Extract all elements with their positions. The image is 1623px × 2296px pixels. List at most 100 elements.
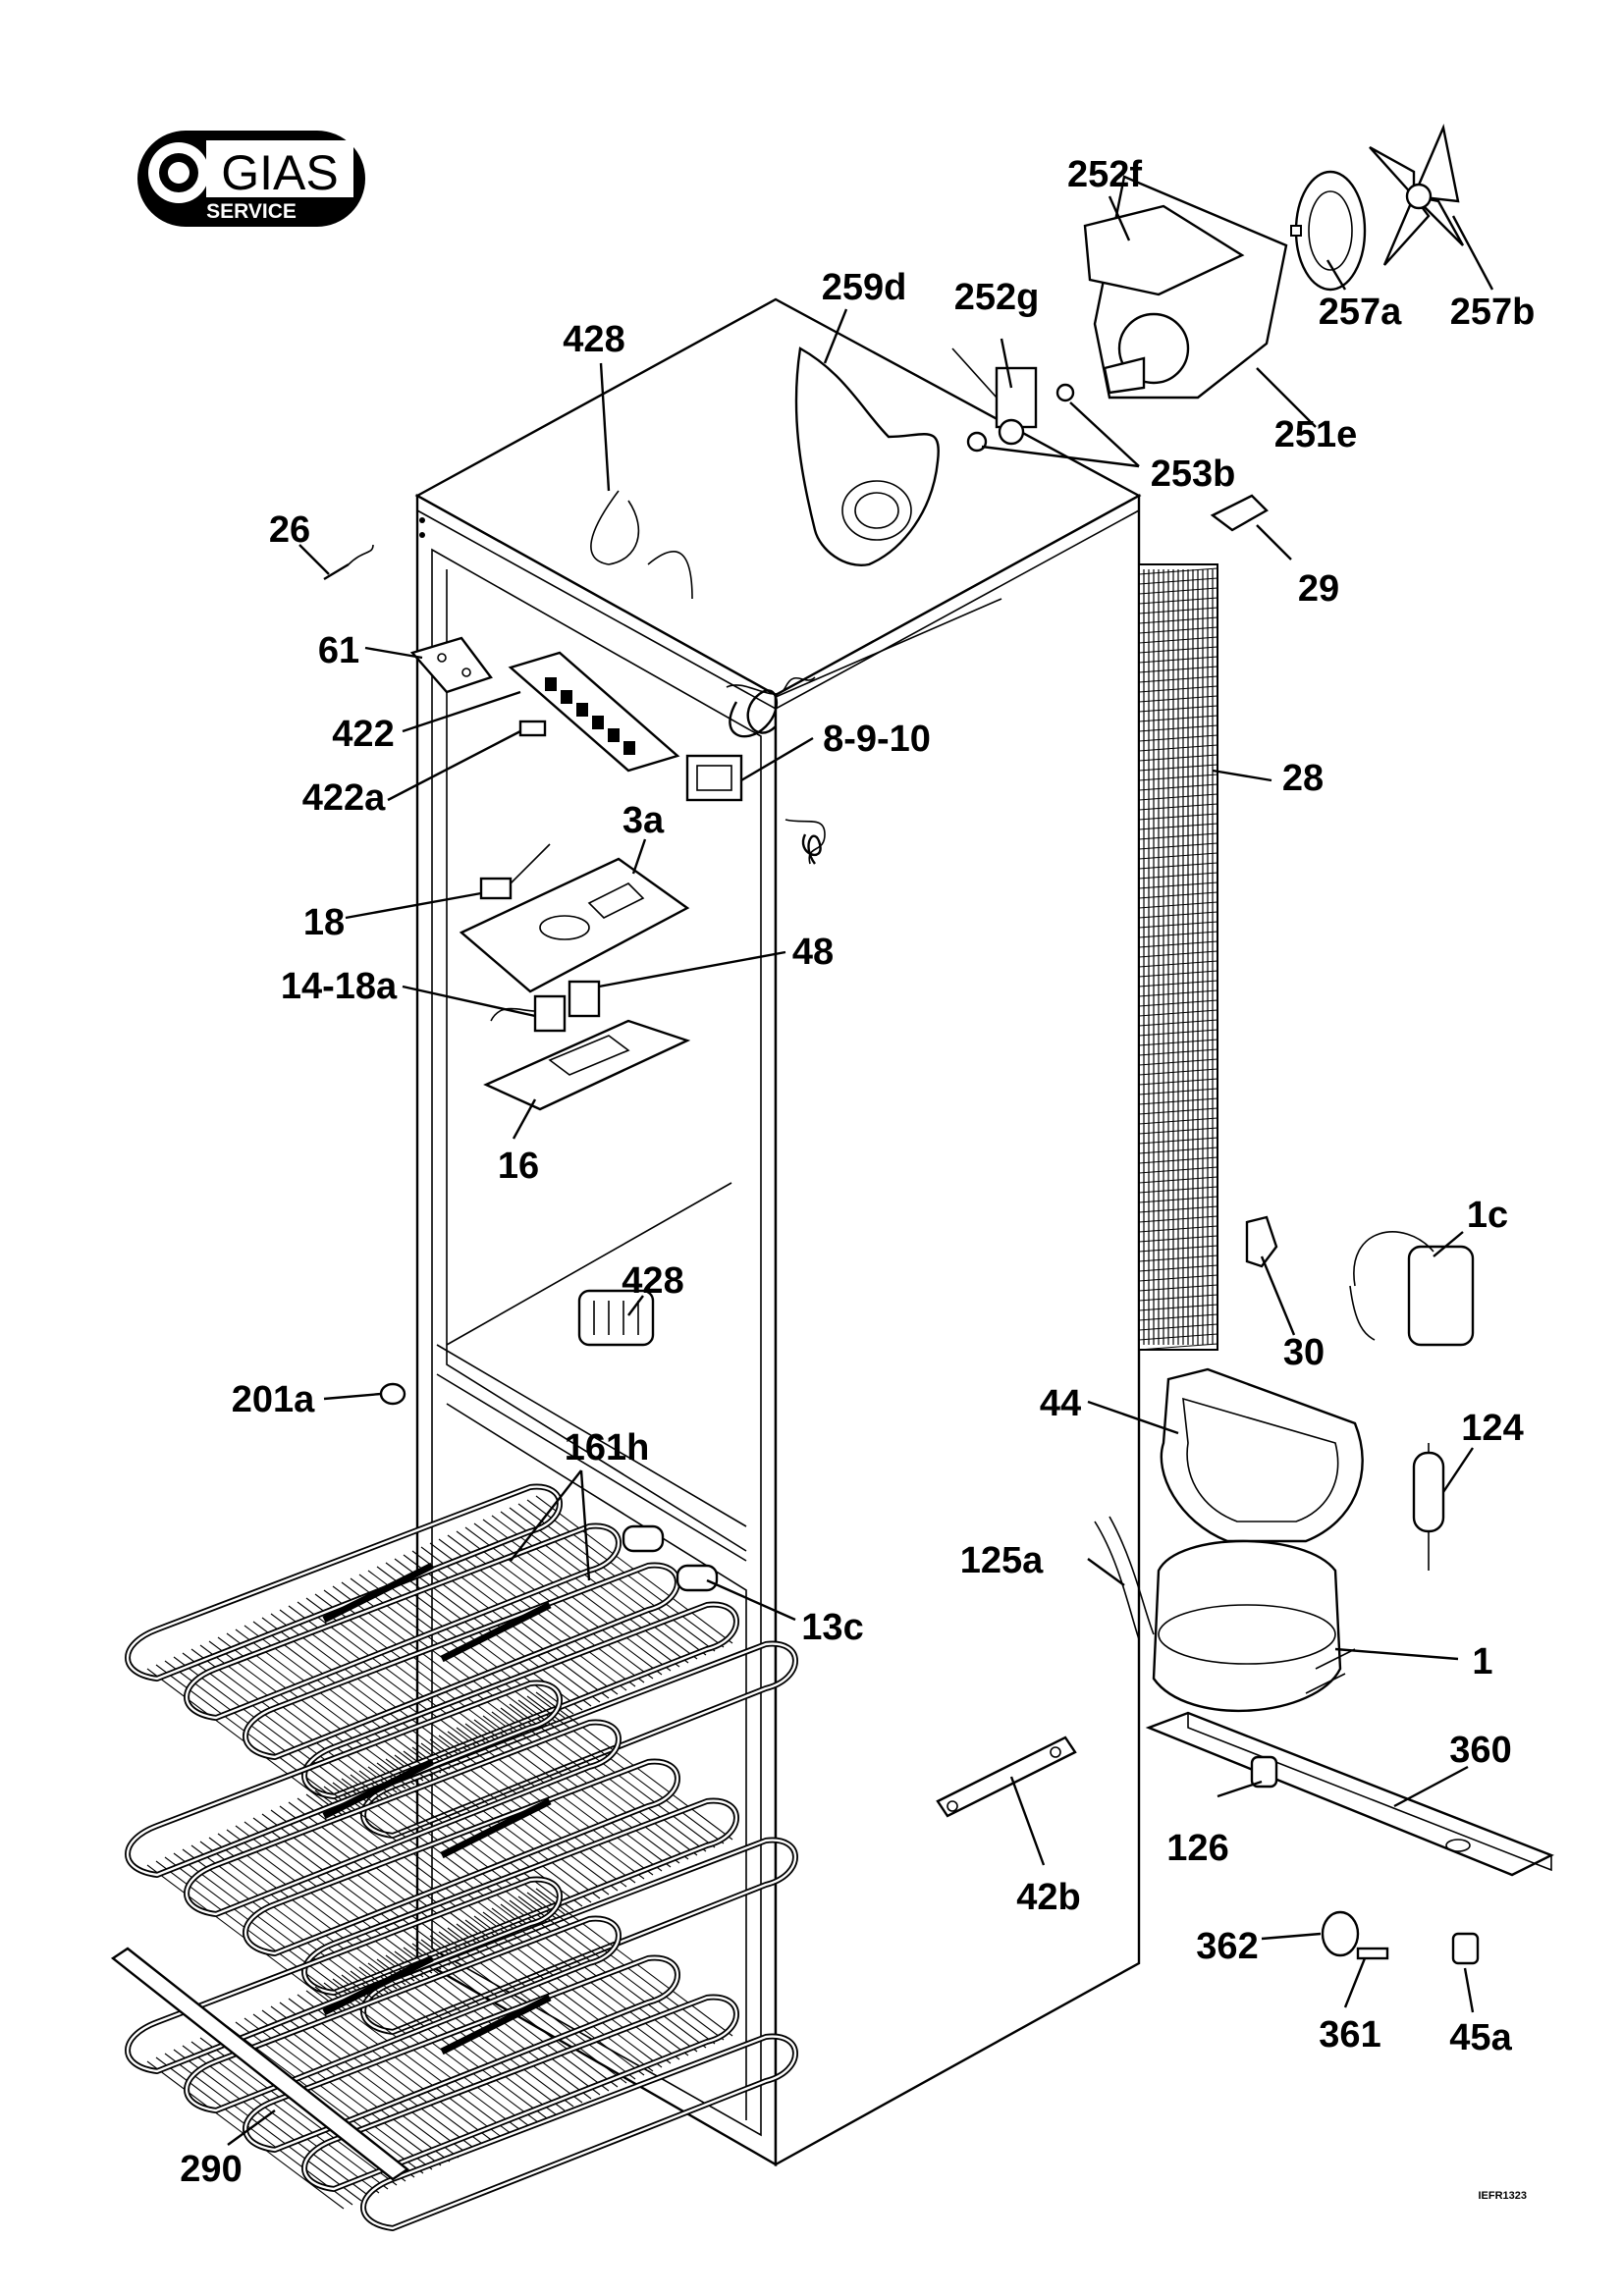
evaporator-tube-highlight bbox=[362, 2035, 797, 2230]
condenser-fin bbox=[1138, 1274, 1218, 1282]
callout-361: 361 bbox=[1319, 2014, 1380, 2056]
clip-bracket bbox=[1210, 494, 1269, 532]
compressor bbox=[1152, 1539, 1356, 1713]
condenser-fin bbox=[1138, 1097, 1218, 1105]
condenser-fin bbox=[1138, 872, 1218, 880]
callout-13c: 13c bbox=[801, 1607, 863, 1648]
condenser-fin bbox=[1138, 989, 1218, 997]
part-callouts: 252f 259d 252g 257a 257b 428 251e 253b 2… bbox=[180, 154, 1535, 2190]
condenser-fin bbox=[1138, 1137, 1218, 1145]
evaporator-wire bbox=[190, 2041, 389, 2190]
sensor-probe bbox=[323, 544, 374, 581]
evaporator-tube-highlight bbox=[244, 1760, 679, 1955]
callout-61: 61 bbox=[318, 630, 359, 671]
thermostat bbox=[685, 754, 743, 802]
evaporator-wire bbox=[243, 2017, 442, 2166]
callout-14-18a: 14-18a bbox=[281, 966, 398, 1007]
latch-bar bbox=[936, 1735, 1077, 1818]
condenser-fin bbox=[1138, 646, 1218, 654]
callout-18: 18 bbox=[303, 902, 345, 943]
condenser-fin bbox=[1138, 1058, 1218, 1066]
evaporator-rod bbox=[322, 1954, 434, 2016]
condenser-fin bbox=[1138, 734, 1218, 742]
condenser-fin bbox=[1138, 901, 1218, 909]
evaporator-wire bbox=[164, 2053, 362, 2202]
fan-wheel bbox=[1290, 170, 1367, 292]
condenser-fin bbox=[1138, 764, 1218, 772]
condenser-fin bbox=[1138, 1117, 1218, 1125]
evaporator-wire bbox=[208, 1837, 406, 1986]
callout-26: 26 bbox=[269, 509, 310, 551]
condenser-fin bbox=[1138, 666, 1218, 673]
grommet bbox=[1250, 1755, 1278, 1789]
callout-428-top: 428 bbox=[563, 319, 624, 360]
evaporator-wire bbox=[243, 1625, 442, 1774]
condenser-fin bbox=[1138, 1343, 1218, 1351]
callout-290: 290 bbox=[180, 2149, 242, 2190]
condenser-fin bbox=[1138, 842, 1218, 850]
leader-lines bbox=[227, 195, 1494, 2146]
board-connector bbox=[518, 720, 547, 737]
evaporator-wire bbox=[235, 1825, 433, 1974]
condenser-fin bbox=[1138, 1245, 1218, 1253]
callout-29: 29 bbox=[1298, 568, 1339, 610]
evaporator-tube-highlight bbox=[127, 1485, 562, 1681]
evaporator-rod bbox=[322, 1562, 434, 1624]
callout-253b: 253b bbox=[1151, 454, 1236, 495]
condenser-fin bbox=[1138, 1029, 1218, 1037]
control-board bbox=[508, 651, 680, 773]
evaporator-wire bbox=[261, 2009, 460, 2159]
condenser-fin bbox=[1138, 587, 1218, 595]
evaporator-wire bbox=[235, 1629, 433, 1778]
condenser-fin bbox=[1138, 1294, 1218, 1302]
evaporator-tube-highlight bbox=[244, 1956, 679, 2152]
evaporator-tube-highlight bbox=[186, 1721, 621, 1916]
condenser-fin bbox=[1138, 1088, 1218, 1095]
compressor-base-plate bbox=[1145, 1711, 1554, 1877]
lamp-bulbs bbox=[490, 980, 601, 1033]
callout-201a: 201a bbox=[232, 1379, 315, 1420]
condenser-fin bbox=[1138, 940, 1218, 948]
evaporator-wire bbox=[173, 1656, 371, 1805]
condenser-fin bbox=[1138, 636, 1218, 644]
condenser-fin bbox=[1138, 1176, 1218, 1184]
condenser-fin bbox=[1138, 921, 1218, 929]
callout-428-mid: 428 bbox=[622, 1260, 683, 1302]
evaporator-wire bbox=[243, 1821, 442, 1970]
gias-service-logo: GIAS SERVICE bbox=[137, 131, 365, 227]
evaporator-wire bbox=[456, 1923, 654, 2072]
evaporator-wire bbox=[226, 1632, 424, 1782]
condenser-fin bbox=[1138, 911, 1218, 919]
evaporator-wire bbox=[456, 1530, 654, 1680]
condenser-fin bbox=[1138, 1225, 1218, 1233]
condenser-fin bbox=[1138, 1166, 1218, 1174]
condenser-fin bbox=[1138, 715, 1218, 722]
condenser-fin bbox=[1138, 1215, 1218, 1223]
evaporator-wire bbox=[190, 1648, 389, 1797]
condenser-fin bbox=[1138, 970, 1218, 978]
callout-422a: 422a bbox=[302, 777, 386, 819]
callout-360: 360 bbox=[1449, 1730, 1511, 1771]
condenser-fin bbox=[1138, 675, 1218, 683]
condenser-fin bbox=[1138, 960, 1218, 968]
condenser-fin bbox=[1138, 813, 1218, 821]
capacitor bbox=[1349, 1231, 1475, 1347]
evaporator-wire bbox=[252, 1621, 451, 1770]
condenser-fin bbox=[1138, 1147, 1218, 1154]
evaporator-wire bbox=[252, 1817, 451, 1966]
evaporator-wire bbox=[226, 2025, 424, 2174]
condenser-fin bbox=[1138, 1304, 1218, 1311]
condenser-fin bbox=[1138, 862, 1218, 870]
logo-tagline: SERVICE bbox=[206, 200, 297, 223]
callout-30: 30 bbox=[1283, 1332, 1325, 1373]
callout-257a: 257a bbox=[1319, 292, 1402, 333]
callout-8-9-10: 8-9-10 bbox=[823, 719, 931, 760]
condenser-fin bbox=[1138, 1235, 1218, 1243]
evaporator-wire bbox=[217, 1833, 415, 1982]
condenser-fin bbox=[1138, 803, 1218, 811]
condenser-fin bbox=[1138, 754, 1218, 762]
condenser-fin bbox=[1138, 1323, 1218, 1331]
callout-252g: 252g bbox=[954, 277, 1040, 318]
condenser-fin bbox=[1138, 980, 1218, 988]
evaporator-tube-highlight bbox=[127, 1682, 562, 1877]
